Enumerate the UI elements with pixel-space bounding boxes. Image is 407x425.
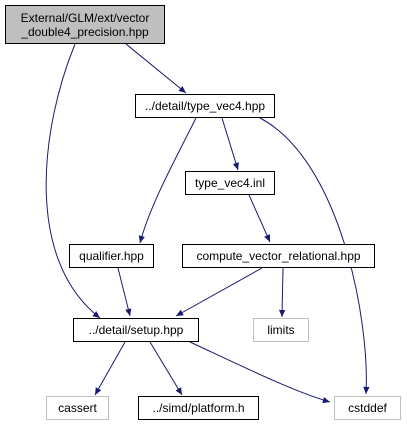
node-limits: limits bbox=[253, 318, 309, 342]
node-setup-hpp[interactable]: ../detail/setup.hpp bbox=[73, 318, 199, 342]
node-label: compute_vector_relational.hpp bbox=[196, 249, 361, 263]
edge-root-to-setup bbox=[45, 43, 101, 319]
node-compute-vector-relational-hpp[interactable]: compute_vector_relational.hpp bbox=[182, 244, 375, 268]
node-label: ../detail/type_vec4.hpp bbox=[144, 99, 266, 113]
node-type-vec4-hpp[interactable]: ../detail/type_vec4.hpp bbox=[135, 94, 275, 118]
edge-setup-to-cassert bbox=[94, 341, 126, 396]
node-label: cstddef bbox=[348, 401, 387, 415]
edge-qualifier-to-setup bbox=[117, 267, 132, 317]
edge-compute-to-limits bbox=[278, 267, 286, 318]
node-cassert: cassert bbox=[46, 396, 109, 420]
node-vector-double4-precision: External/GLM/ext/vector _double4_precisi… bbox=[5, 5, 165, 44]
node-label: External/GLM/ext/vector _double4_precisi… bbox=[20, 10, 150, 39]
node-label: cassert bbox=[58, 401, 97, 415]
node-label: type_vec4.inl bbox=[194, 176, 266, 190]
edge-type-vec4-to-type-vec4-inl bbox=[221, 117, 239, 171]
node-qualifier-hpp[interactable]: qualifier.hpp bbox=[69, 244, 154, 268]
edge-setup-to-cstddef bbox=[189, 341, 331, 404]
edge-type-vec4-inl-to-compute bbox=[248, 194, 271, 243]
node-label: qualifier.hpp bbox=[79, 249, 144, 263]
edge-setup-to-platform bbox=[149, 341, 183, 396]
node-cstddef: cstddef bbox=[334, 396, 401, 420]
node-type-vec4-inl[interactable]: type_vec4.inl bbox=[185, 171, 275, 195]
edge-type-vec4-to-qualifier bbox=[138, 117, 197, 244]
node-label: limits bbox=[267, 323, 295, 337]
node-label: ../simd/platform.h bbox=[152, 401, 245, 415]
node-simd-platform-h[interactable]: ../simd/platform.h bbox=[138, 396, 259, 420]
node-label: ../detail/setup.hpp bbox=[88, 323, 184, 337]
edge-compute-to-setup bbox=[175, 267, 263, 317]
edge-root-to-type-vec4 bbox=[125, 43, 187, 94]
